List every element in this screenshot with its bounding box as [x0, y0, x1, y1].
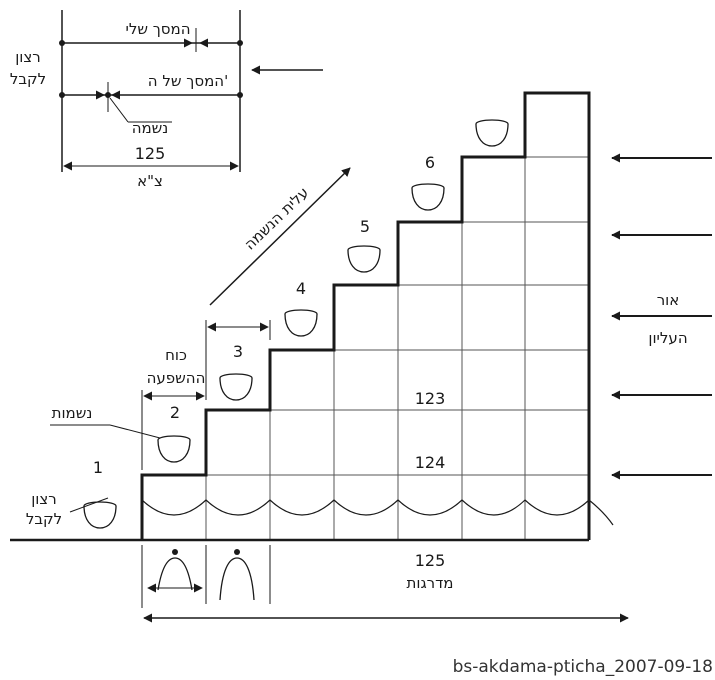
soul-ascent-label: עלית הנשמה: [241, 183, 313, 253]
width-value: 125: [135, 144, 166, 163]
cup-icon: [475, 119, 509, 147]
cup-icon: [411, 183, 445, 211]
scallop-arcs: [141, 499, 614, 526]
level-124: 124: [415, 453, 446, 472]
my-screen-label: המסך שלי: [125, 20, 190, 38]
screen-detail: המסך שלי המסך של ה' רצון לקבל נשמה 125 צ…: [10, 10, 323, 190]
staircase: [10, 91, 614, 542]
bottom-desire-label-2: לקבל: [26, 510, 62, 528]
step-number-6: 6: [425, 153, 435, 172]
desire-label-top-1: רצון: [15, 48, 41, 66]
soul-ascent-arrow: [209, 167, 351, 306]
souls-label: נשמות: [52, 404, 93, 422]
level-123: 123: [415, 389, 446, 408]
cup-icon: [83, 501, 117, 529]
step-number-1: 1: [93, 458, 103, 477]
cup-icon: [157, 435, 191, 463]
upper-light-arrows: [611, 153, 712, 480]
levels-count: 125: [415, 551, 446, 570]
cups: [83, 119, 509, 529]
hashem-screen-label: המסך של ה': [148, 72, 228, 90]
step-number-2: 2: [170, 403, 180, 422]
influence-label-1: כוח: [165, 346, 187, 364]
step-number-5: 5: [360, 217, 370, 236]
cup-icon: [219, 373, 253, 401]
arch-symbols: [141, 545, 271, 608]
desire-label-top-2: לקבל: [10, 70, 46, 88]
soul-label: נשמה: [132, 119, 169, 137]
footer-caption: bs-akdama-pticha_2007-09-18: [453, 657, 713, 677]
step-number-3: 3: [233, 342, 243, 361]
upper-light-label-1: אור: [657, 291, 680, 309]
step-number-4: 4: [296, 279, 306, 298]
cup-icon: [284, 309, 318, 337]
width-caption: צ"א: [137, 172, 163, 190]
levels-word: מדרגות: [407, 574, 454, 592]
staircase-outline: [140, 91, 591, 540]
influence-label-2: ההשפעה: [147, 369, 206, 387]
bottom-desire-label-1: רצון: [31, 490, 57, 508]
cup-icon: [347, 245, 381, 273]
upper-light-label-2: העליון: [648, 329, 687, 347]
